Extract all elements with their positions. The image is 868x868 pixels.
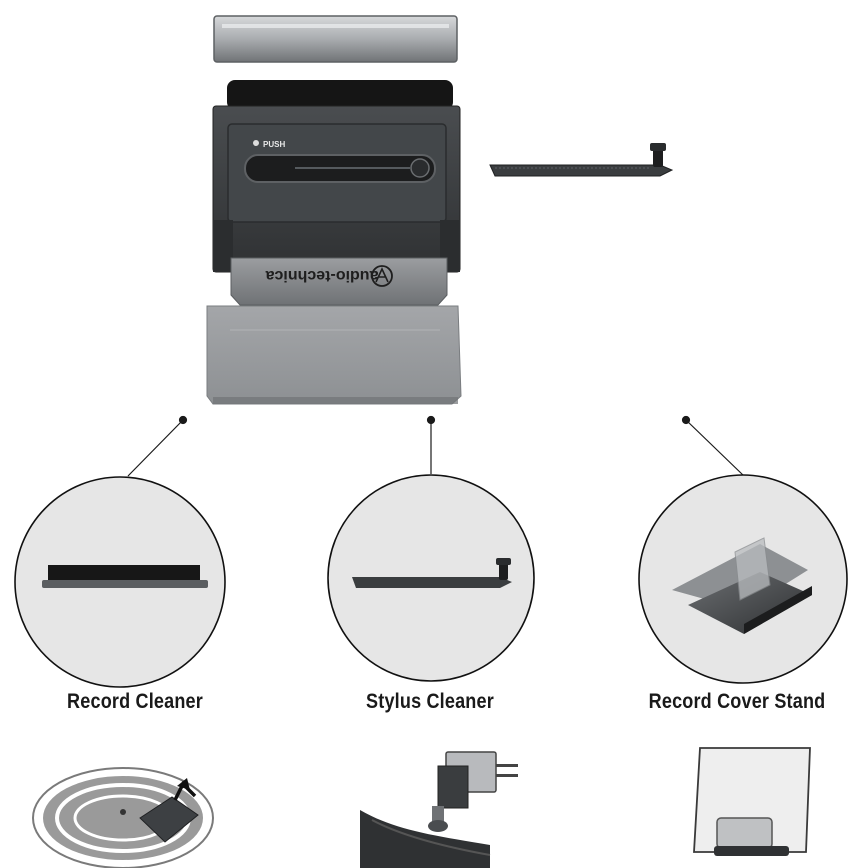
product-body: PUSH (212, 105, 461, 273)
cover-stand-icon (693, 747, 811, 856)
detail-circle-stylus-cleaner (327, 474, 535, 682)
main-product: PUSH audio-technica (206, 15, 462, 405)
product-lid (213, 15, 458, 63)
push-label: PUSH (263, 140, 285, 149)
push-dot-icon (253, 140, 259, 146)
brand-logo-text: audio-technica (265, 267, 378, 284)
record-turntable-icon (32, 767, 214, 868)
detail-circle-cover-stand (638, 474, 848, 684)
product-base (206, 305, 462, 405)
cartridge-stylus-icon (360, 751, 518, 868)
stylus-cleaner-side-view (489, 143, 674, 177)
product-brush-top (227, 80, 453, 110)
record-cleaner-label: Record Cleaner (67, 690, 203, 713)
record-cover-stand-label: Record Cover Stand (648, 690, 826, 713)
pointer-lines (127, 415, 745, 477)
product-tray: audio-technica (230, 257, 448, 306)
stylus-cleaner-label: Stylus Cleaner (366, 690, 494, 713)
brand-logo-icon (371, 265, 393, 287)
detail-circle-record-cleaner (14, 476, 226, 688)
